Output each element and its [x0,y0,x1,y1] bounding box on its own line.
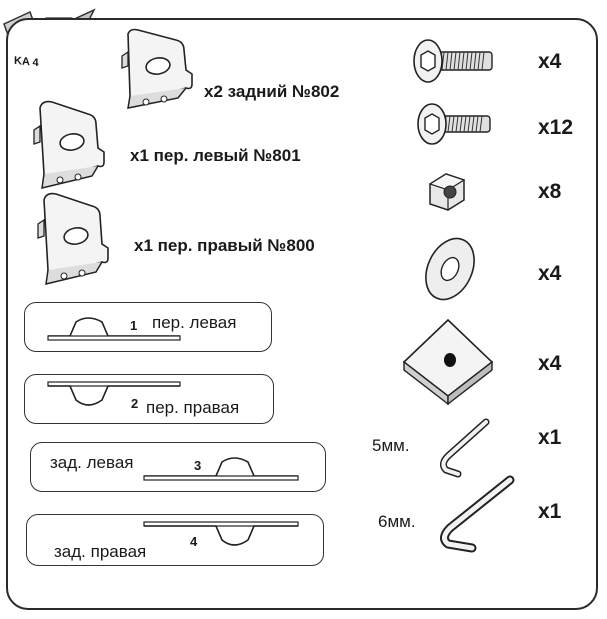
hex-key-5-size: 5мм. [372,436,410,455]
plate-shape-1 [47,317,181,341]
plate-label-2: пер. правая [146,398,240,417]
front-left-bracket-label: x1 пер. левый №801 [130,146,301,165]
square-plate-nut-image [402,318,494,406]
plate-label-1: пер. левая [152,313,237,332]
plate-number-4: 4 [190,534,198,549]
square-nut-qty: x8 [538,180,562,203]
plate-number-2: 2 [131,396,139,411]
short-bolt-qty: x12 [538,116,574,139]
plate-panel-3 [30,442,326,492]
plate-shape-3 [143,457,299,481]
washer-qty: x4 [538,262,562,285]
hex-key-6-qty: x1 [538,500,562,523]
rear-bracket-image [121,28,193,109]
long-bolt-image [413,39,493,83]
hex-key-6-image [440,475,515,553]
plate-shape-4 [143,521,299,546]
rear-bracket-label: x2 задний №802 [204,82,340,101]
square-plate-nut-qty: x4 [538,352,562,375]
front-left-bracket-image [33,100,105,189]
front-right-bracket-label: x1 пер. правый №800 [134,236,315,255]
washer-image [425,237,475,301]
hex-key-5-qty: x1 [538,426,562,449]
square-nut-image [428,173,466,211]
plate-number-3: 3 [194,458,202,473]
short-bolt-image [417,103,491,145]
hex-key-5-image [439,418,490,478]
box-label: KA 4 [14,54,39,70]
plate-shape-2 [47,381,181,406]
front-right-bracket-image [37,192,109,285]
hex-key-6-size: 6мм. [378,512,416,531]
plate-number-1: 1 [130,318,138,333]
plate-label-3: зад. левая [50,453,134,472]
long-bolt-qty: x4 [538,50,562,73]
plate-label-4: зад. правая [54,542,147,561]
plate-panel-1 [24,302,272,352]
